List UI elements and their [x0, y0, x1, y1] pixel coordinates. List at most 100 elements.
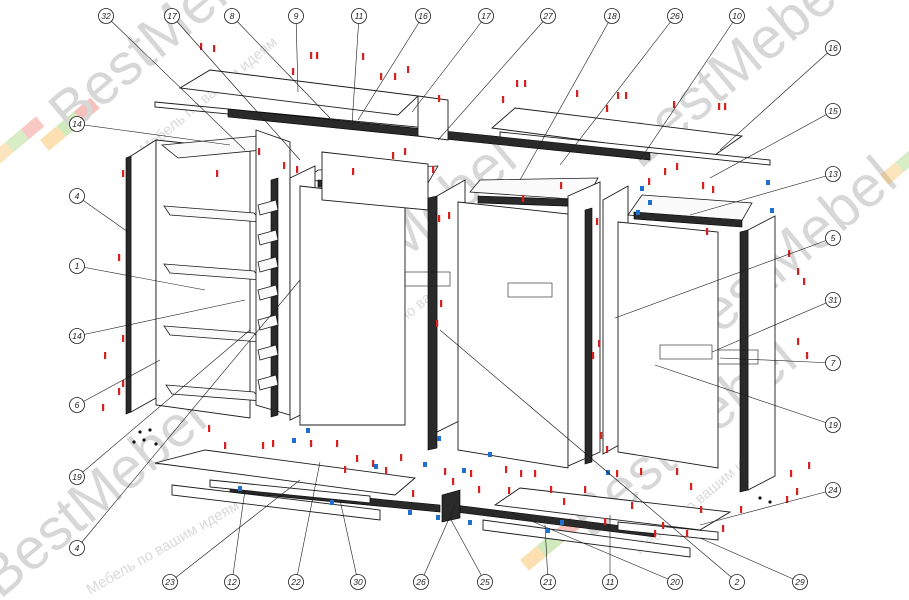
callout-label-bottom-3: 22	[290, 577, 301, 587]
callout-label-right-3: 13	[828, 169, 838, 179]
screw-mark	[148, 428, 152, 432]
callout-circle-top-9	[604, 8, 620, 24]
leader-right-7	[654, 364, 834, 426]
rail-4-top	[633, 211, 743, 228]
hardware-red-mark	[563, 498, 566, 505]
bottom-panel-left	[154, 449, 417, 496]
leader-top-3	[231, 15, 331, 119]
leader-right-2	[709, 110, 834, 179]
callout-circle-top-2	[164, 8, 180, 24]
hardware-red-mark	[592, 352, 595, 359]
hardware-red-mark	[797, 338, 800, 345]
hardware-red-mark	[617, 92, 620, 99]
hardware-red-mark	[505, 466, 508, 473]
hardware-red-mark	[412, 490, 415, 497]
small-shelves-1	[257, 199, 279, 391]
screw-mark	[768, 500, 772, 504]
hardware-red-mark	[432, 166, 435, 173]
callout-circle-right-8	[825, 482, 841, 498]
hardware-red-mark	[722, 525, 725, 532]
callout-label-top-5: 11	[355, 11, 364, 21]
hardware-red-mark	[788, 250, 791, 257]
leader-top-8	[437, 15, 549, 141]
plinth-left-front	[171, 484, 381, 521]
hardware-red-mark	[790, 470, 793, 477]
leader-top-6	[357, 15, 424, 121]
leader-left-2	[76, 195, 129, 233]
callout-circle-right-1	[825, 40, 841, 56]
callout-circle-left-2	[69, 188, 85, 204]
callout-circle-bottom-4	[350, 574, 366, 590]
callout-circle-top-4	[288, 8, 304, 24]
callout-circle-bottom-6	[477, 574, 493, 590]
leader-top-11	[639, 15, 738, 161]
callout-circle-top-11	[729, 8, 745, 24]
callout-label-top-3: 8	[230, 11, 235, 21]
callout-circle-top-10	[667, 8, 683, 24]
leader-bottom-7	[544, 524, 549, 583]
hardware-red-mark	[740, 506, 743, 513]
hardware-red-mark	[292, 68, 295, 75]
leader-top-2	[171, 15, 301, 161]
callout-circle-bottom-10	[729, 574, 745, 590]
hardware-red-mark	[806, 352, 809, 359]
hardware-red-mark	[224, 442, 227, 449]
leader-left-5	[76, 359, 161, 406]
hardware-red-mark	[262, 442, 265, 449]
callout-label-right-4: 5	[831, 233, 836, 243]
hardware-red-mark	[372, 460, 375, 467]
hardware-red-mark	[625, 92, 628, 99]
door-frame-3	[584, 207, 593, 465]
leader-top-1	[105, 15, 246, 151]
section-4	[617, 194, 776, 493]
hardware-blue-mark	[766, 180, 770, 185]
callout-label-left-4: 14	[72, 331, 82, 341]
hardware-red-mark	[438, 215, 441, 222]
leader-top-4	[295, 15, 299, 93]
callout-label-left-6: 19	[72, 472, 82, 482]
hardware-red-mark	[596, 218, 599, 225]
hardware-red-mark	[664, 168, 667, 175]
hardware-red-mark	[208, 425, 211, 432]
hardware-red-mark	[673, 101, 676, 108]
callout-label-top-8: 27	[542, 11, 553, 21]
callout-label-right-1: 16	[828, 43, 838, 53]
callout-label-right-2: 15	[828, 106, 838, 116]
hardware-blue-mark	[437, 436, 441, 441]
callout-circle-right-2	[825, 103, 841, 119]
callout-circle-top-3	[224, 8, 240, 24]
hardware-red-mark	[686, 530, 689, 537]
callout-label-bottom-8: 11	[606, 577, 615, 587]
hardware-red-mark	[797, 268, 800, 275]
leader-left-7	[76, 279, 301, 549]
hardware-red-mark	[470, 470, 473, 477]
callout-label-bottom-10: 2	[734, 577, 740, 587]
hardware-red-mark	[118, 388, 121, 395]
hardware-marks	[102, 43, 811, 537]
hardware-blue-mark	[468, 520, 472, 525]
callout-circle-left-3	[69, 258, 85, 274]
hardware-red-mark	[676, 468, 679, 475]
leader-bottom-9	[509, 511, 676, 583]
callout-circle-left-7	[69, 540, 85, 556]
hardware-blue-mark	[292, 438, 296, 443]
section-1	[125, 129, 291, 419]
hardware-red-mark	[392, 152, 395, 159]
leader-top-5	[351, 15, 360, 126]
callout-label-bottom-7: 21	[542, 577, 553, 587]
hardware-red-mark	[718, 103, 721, 110]
leader-bottom-11	[699, 537, 801, 583]
top-panels	[154, 69, 771, 166]
callout-label-bottom-11: 29	[794, 577, 805, 587]
callout-circle-top-7	[478, 8, 494, 24]
section-2	[289, 151, 466, 451]
callout-label-bottom-1: 23	[164, 577, 175, 587]
hardware-red-mark	[534, 470, 537, 477]
hardware-red-mark	[400, 454, 403, 461]
leader-top-7	[411, 15, 487, 113]
hardware-red-mark	[604, 518, 607, 525]
side-panel-3	[567, 181, 601, 467]
hardware-red-mark	[700, 506, 703, 513]
